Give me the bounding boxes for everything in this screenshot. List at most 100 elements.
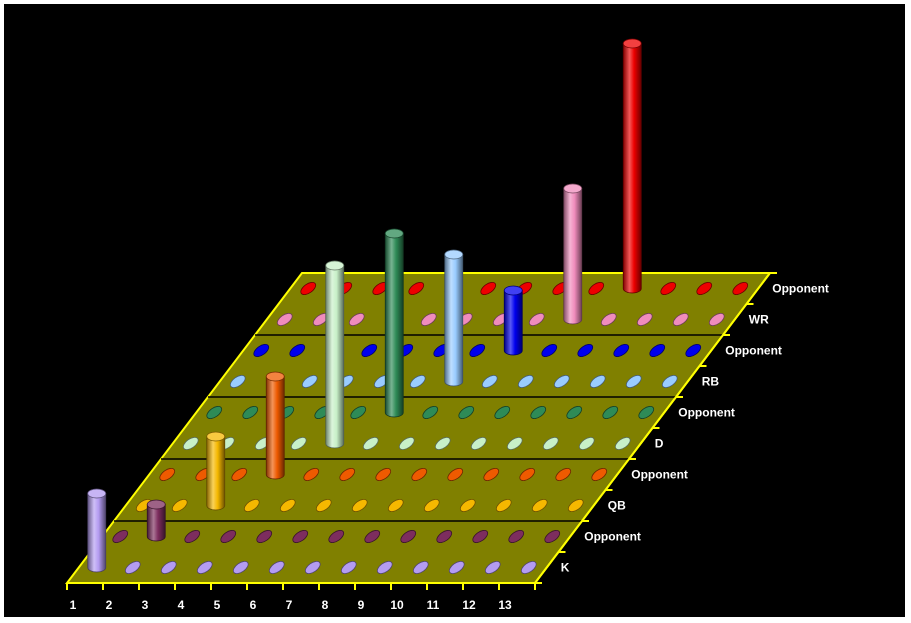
data-disk [253, 343, 270, 358]
data-disk [458, 405, 475, 420]
data-disk [588, 281, 605, 296]
series-label: D [655, 437, 664, 451]
data-disk [591, 467, 608, 482]
data-disk [364, 529, 381, 544]
series-label: Opponent [631, 468, 688, 482]
data-disk [304, 560, 321, 575]
x-tick-label: 12 [462, 598, 476, 612]
x-tick-label: 3 [142, 598, 149, 612]
data-disk [328, 529, 345, 544]
data-disk [303, 467, 320, 482]
series-label: K [561, 561, 570, 575]
data-disk [242, 405, 259, 420]
x-tick-label: 4 [178, 598, 185, 612]
data-disk [351, 498, 368, 513]
data-disk [184, 529, 201, 544]
data-disk [542, 436, 559, 451]
data-disk [566, 405, 583, 420]
data-disk [301, 374, 318, 389]
x-tick-label: 10 [390, 598, 404, 612]
data-disk [472, 529, 489, 544]
data-disk [412, 560, 429, 575]
data-disk [387, 498, 404, 513]
x-tick-label: 5 [214, 598, 221, 612]
data-bar [563, 188, 583, 325]
data-bar [265, 376, 285, 480]
data-disk [732, 281, 749, 296]
data-disk [112, 529, 129, 544]
data-disk [708, 312, 725, 327]
data-disk [448, 560, 465, 575]
data-bar [146, 504, 166, 542]
series-label: Opponent [584, 530, 641, 544]
data-disk [196, 560, 213, 575]
data-disk [422, 405, 439, 420]
data-disk [519, 467, 536, 482]
x-tick-label: 1 [70, 598, 77, 612]
data-disk [459, 498, 476, 513]
data-disk [567, 498, 584, 513]
data-disk [256, 529, 273, 544]
data-disk [350, 405, 367, 420]
data-disk [638, 405, 655, 420]
data-disk [420, 312, 437, 327]
x-tick-label: 7 [286, 598, 293, 612]
data-disk [636, 312, 653, 327]
series-label: WR [749, 313, 769, 327]
data-disk [672, 312, 689, 327]
series-label: QB [608, 499, 626, 513]
data-disk [661, 374, 678, 389]
data-disk [348, 312, 365, 327]
data-disk [268, 560, 285, 575]
data-disk [649, 343, 666, 358]
data-disk [243, 498, 260, 513]
data-disk [434, 436, 451, 451]
data-disk [300, 281, 317, 296]
data-disk [480, 281, 497, 296]
data-bar-top [622, 38, 642, 49]
data-disk [375, 467, 392, 482]
data-disk [613, 343, 630, 358]
data-disk [160, 560, 177, 575]
x-tick-label: 6 [250, 598, 257, 612]
data-disk [528, 312, 545, 327]
data-disk [206, 405, 223, 420]
data-disk [124, 560, 141, 575]
data-disk [696, 281, 713, 296]
data-disk [484, 560, 501, 575]
data-disk [289, 343, 306, 358]
data-bar [87, 493, 107, 573]
data-disk [340, 560, 357, 575]
data-disk [376, 560, 393, 575]
data-disk [423, 498, 440, 513]
data-bar [206, 436, 226, 511]
data-disk [411, 467, 428, 482]
data-disk [447, 467, 464, 482]
data-disk [555, 467, 572, 482]
data-disk [290, 436, 307, 451]
data-disk [398, 436, 415, 451]
data-disk [408, 281, 425, 296]
data-disk [171, 498, 188, 513]
data-disk [495, 498, 512, 513]
x-tick-label: 8 [322, 598, 329, 612]
chart-floor [64, 272, 773, 584]
data-disk [589, 374, 606, 389]
data-disk [578, 436, 595, 451]
data-disk [660, 281, 677, 296]
data-disk [292, 529, 309, 544]
data-disk [602, 405, 619, 420]
data-disk [553, 374, 570, 389]
data-bar [384, 233, 404, 418]
data-disk [685, 343, 702, 358]
data-bar-top [265, 371, 285, 382]
data-disk [470, 436, 487, 451]
data-bar [325, 265, 345, 449]
series-label: Opponent [678, 406, 735, 420]
data-disk [541, 343, 558, 358]
data-disk [517, 374, 534, 389]
data-disk [577, 343, 594, 358]
data-disk [279, 498, 296, 513]
series-label: Opponent [725, 344, 782, 358]
